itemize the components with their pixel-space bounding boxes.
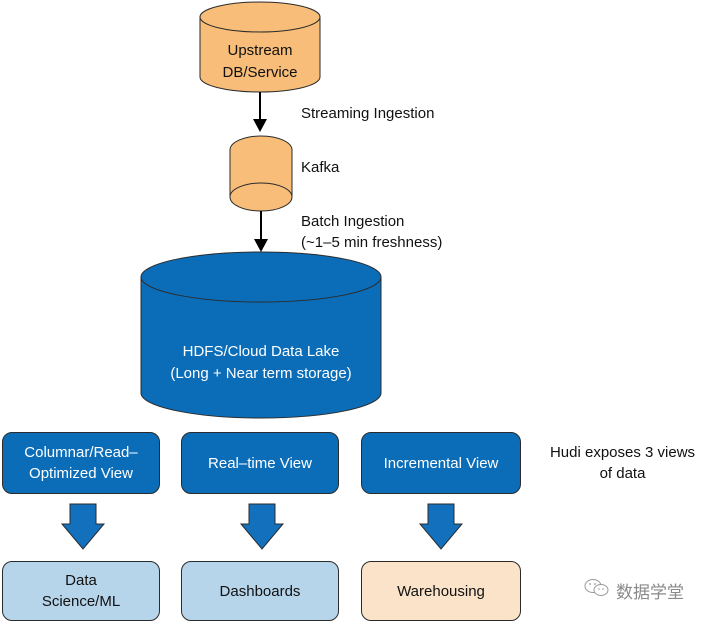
batch-ingestion-label: Batch Ingestion (~1–5 min freshness) [301, 211, 442, 253]
consumer-data-science: Data Science/ML [2, 561, 160, 621]
consumer-warehousing: Warehousing [361, 561, 521, 621]
consumer-data-science-line2: Science/ML [41, 593, 121, 610]
block-arrow-2 [239, 503, 285, 550]
data-lake-label: HDFS/Cloud Data Lake (Long + Near term s… [141, 341, 381, 385]
view-incremental-label: Incremental View [383, 454, 499, 472]
batch-ingestion-line2: (~1–5 min freshness) [301, 234, 443, 251]
view-read-optimized-line1: Columnar/Read– [24, 444, 138, 461]
watermark: 数据学堂 [584, 578, 684, 603]
view-incremental: Incremental View [361, 432, 521, 494]
consumer-dashboards: Dashboards [181, 561, 339, 621]
upstream-line1: Upstream [227, 42, 293, 59]
view-read-optimized-line2: Optimized View [29, 465, 133, 482]
view-read-optimized: Columnar/Read– Optimized View [2, 432, 160, 494]
view-real-time: Real–time View [181, 432, 339, 494]
watermark-text: 数据学堂 [616, 583, 684, 602]
block-arrow-3 [418, 503, 464, 550]
upstream-line2: DB/Service [222, 64, 298, 81]
upstream-cylinder [199, 1, 321, 93]
data-lake-line2: (Long + Near term storage) [170, 365, 352, 382]
batch-arrow [254, 211, 268, 252]
block-arrow-1 [60, 503, 106, 550]
hudi-views-note-line1: Hudi exposes 3 views [549, 444, 696, 461]
kafka-cylinder [229, 135, 293, 212]
kafka-label: Kafka [301, 159, 340, 176]
wechat-icon [584, 578, 610, 603]
consumer-warehousing-label: Warehousing [397, 582, 485, 600]
streaming-arrow [253, 92, 267, 132]
hudi-views-note-line2: of data [599, 465, 646, 482]
view-real-time-label: Real–time View [208, 454, 312, 472]
batch-ingestion-line1: Batch Ingestion [301, 213, 405, 230]
consumer-dashboards-label: Dashboards [219, 582, 301, 600]
data-lake-cylinder [140, 251, 382, 419]
upstream-label: Upstream DB/Service [200, 40, 320, 84]
hudi-views-note: Hudi exposes 3 views of data [539, 442, 706, 484]
streaming-ingestion-label: Streaming Ingestion [301, 105, 435, 122]
data-lake-line1: HDFS/Cloud Data Lake [182, 343, 340, 360]
consumer-data-science-line1: Data [65, 572, 97, 589]
